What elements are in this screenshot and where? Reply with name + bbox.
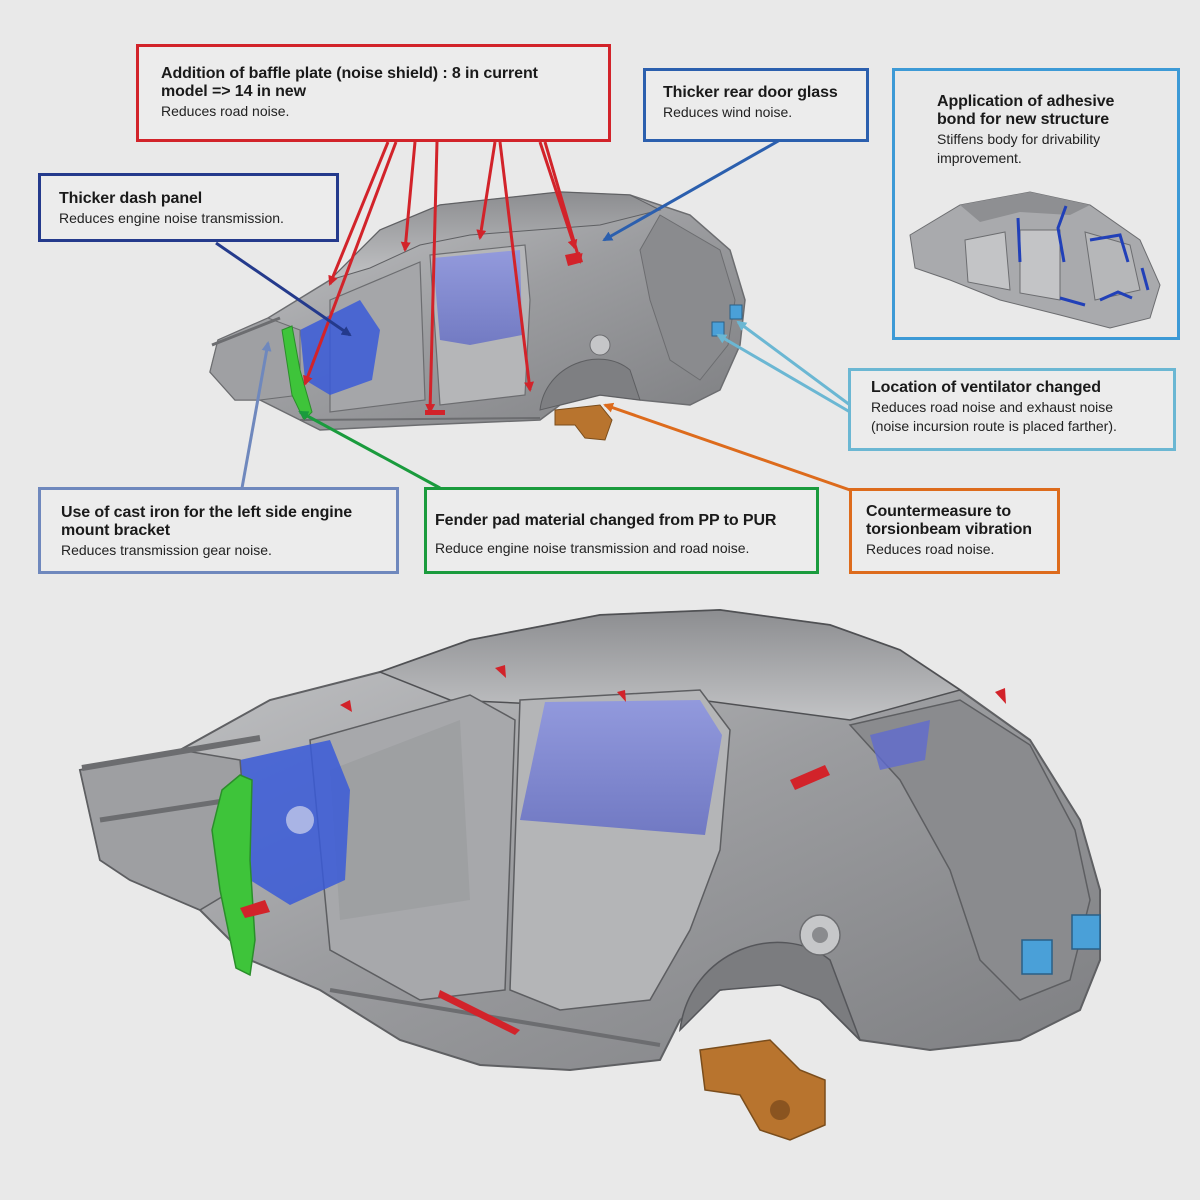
callout-ventilator-title: Location of ventilator changed bbox=[871, 379, 1101, 396]
top-ventilator-1 bbox=[711, 321, 725, 337]
callout-dash-panel: Thicker dash panel Reduces engine noise … bbox=[38, 173, 339, 242]
callout-ventilator: Location of ventilator changed Reduces r… bbox=[848, 368, 1176, 451]
callout-ventilator-desc: Reduces road noise and exhaust noise (no… bbox=[871, 399, 1117, 434]
top-rear-door-glass bbox=[433, 250, 522, 345]
callout-adhesive-bond: Application of adhesive bond for new str… bbox=[892, 68, 1180, 340]
callout-adhesive-bond-desc: Stiffens body for drivability improvemen… bbox=[937, 131, 1101, 166]
callout-fender-pad-title: Fender pad material changed from PP to P… bbox=[435, 512, 777, 529]
bottom-rear-door-glass bbox=[520, 700, 722, 835]
callout-torsion-beam: Countermeasure to torsionbeam vibration … bbox=[849, 488, 1060, 574]
callout-torsion-beam-title: Countermeasure to torsionbeam vibration bbox=[866, 503, 1032, 538]
bottom-ventilator-1 bbox=[1021, 939, 1053, 975]
callout-door-glass-title: Thicker rear door glass bbox=[663, 84, 838, 101]
adhesive-bond-illustration bbox=[909, 191, 1161, 329]
top-ventilator-2 bbox=[729, 304, 743, 320]
callout-door-glass: Thicker rear door glass Reduces wind noi… bbox=[643, 68, 869, 142]
callout-engine-mount-title: Use of cast iron for the left side engin… bbox=[61, 504, 353, 539]
callout-baffle-plate-desc: Reduces road noise. bbox=[161, 103, 290, 119]
top-fender-pad bbox=[281, 325, 313, 421]
callout-arrows bbox=[215, 138, 851, 492]
bottom-ventilator-2 bbox=[1071, 914, 1101, 950]
callout-baffle-plate-title: Addition of baffle plate (noise shield) … bbox=[161, 65, 538, 100]
callout-baffle-plate: Addition of baffle plate (noise shield) … bbox=[136, 44, 611, 142]
callout-dash-panel-desc: Reduces engine noise transmission. bbox=[59, 210, 284, 226]
bottom-fender-pad bbox=[211, 774, 256, 977]
callout-door-glass-desc: Reduces wind noise. bbox=[663, 104, 793, 120]
callout-dash-panel-title: Thicker dash panel bbox=[59, 190, 203, 207]
callout-torsion-beam-desc: Reduces road noise. bbox=[866, 541, 995, 557]
bottom-baffle-plates bbox=[240, 665, 1006, 1035]
top-car-body bbox=[209, 191, 746, 441]
callout-fender-pad: Fender pad material changed from PP to P… bbox=[424, 487, 819, 574]
bottom-car-body bbox=[78, 608, 1101, 1141]
callout-fender-pad-desc: Reduce engine noise transmission and roa… bbox=[435, 540, 750, 556]
callout-adhesive-bond-title: Application of adhesive bond for new str… bbox=[937, 93, 1115, 128]
callout-engine-mount-desc: Reduces transmission gear noise. bbox=[61, 542, 272, 558]
callout-engine-mount: Use of cast iron for the left side engin… bbox=[38, 487, 399, 574]
top-dash-panel bbox=[300, 300, 380, 395]
top-torsion-beam bbox=[554, 404, 613, 441]
bottom-torsion-beam bbox=[699, 1039, 826, 1141]
